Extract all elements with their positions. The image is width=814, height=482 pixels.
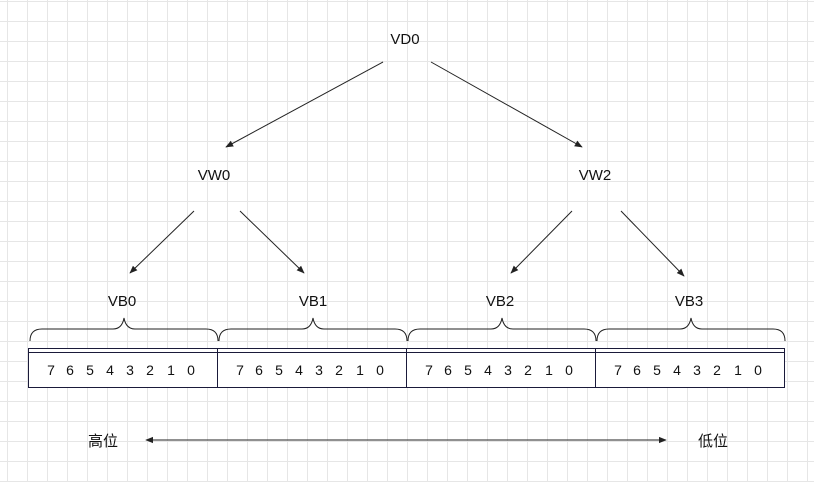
- bit-label: 4: [673, 362, 681, 378]
- arrow-vw2-to-vb3: [620, 210, 685, 277]
- byte-box-vb1: [217, 348, 407, 388]
- byte-box-vb3: [595, 348, 785, 388]
- bit-label: 7: [236, 362, 244, 378]
- bits-vb2: 7 6 5 4 3 2 1 0: [425, 362, 573, 378]
- bit-label: 2: [524, 362, 532, 378]
- arrow-vw2-to-vb2: [510, 210, 573, 274]
- vw0-label: VW0: [198, 167, 231, 184]
- bit-label: 5: [464, 362, 472, 378]
- bit-label: 7: [614, 362, 622, 378]
- vb1-label: VB1: [299, 293, 327, 310]
- arrow-vd0-to-vw2: [430, 61, 583, 148]
- vb2-label: VB2: [486, 293, 514, 310]
- bit-label: 6: [66, 362, 74, 378]
- bits-vb1: 7 6 5 4 3 2 1 0: [236, 362, 384, 378]
- bit-label: 4: [295, 362, 303, 378]
- brace-vb1: [218, 317, 408, 342]
- vb0-label: VB0: [108, 293, 136, 310]
- vd0-label: VD0: [390, 31, 419, 48]
- high-bit-label: 高位: [88, 432, 118, 450]
- vb3-label: VB3: [675, 293, 703, 310]
- bit-label: 1: [734, 362, 742, 378]
- bit-label: 7: [425, 362, 433, 378]
- arrow-vw0-to-vb1: [239, 210, 305, 274]
- bit-label: 5: [86, 362, 94, 378]
- bit-label: 0: [187, 362, 195, 378]
- bit-label: 3: [126, 362, 134, 378]
- bit-label: 3: [315, 362, 323, 378]
- bit-label: 3: [693, 362, 701, 378]
- bit-label: 5: [653, 362, 661, 378]
- bits-vb3: 7 6 5 4 3 2 1 0: [614, 362, 762, 378]
- byte-box-vb0: [28, 348, 218, 388]
- bit-label: 0: [754, 362, 762, 378]
- bits-vb0: 7 6 5 4 3 2 1 0: [47, 362, 195, 378]
- bit-label: 0: [565, 362, 573, 378]
- low-bit-label: 低位: [698, 432, 728, 450]
- bit-label: 6: [444, 362, 452, 378]
- bit-label: 2: [335, 362, 343, 378]
- bit-label: 3: [504, 362, 512, 378]
- bit-label: 5: [275, 362, 283, 378]
- vw2-label: VW2: [579, 167, 612, 184]
- bit-label: 1: [167, 362, 175, 378]
- bit-label: 2: [713, 362, 721, 378]
- bit-label: 4: [106, 362, 114, 378]
- bit-label: 2: [146, 362, 154, 378]
- byte-box-vb2: [406, 348, 596, 388]
- bit-label: 0: [376, 362, 384, 378]
- arrow-vw0-to-vb0: [129, 210, 195, 274]
- bit-label: 7: [47, 362, 55, 378]
- bit-label: 6: [633, 362, 641, 378]
- brace-vb0: [29, 317, 219, 342]
- arrow-vd0-to-vw0: [225, 61, 384, 148]
- bit-label: 1: [545, 362, 553, 378]
- brace-vb2: [407, 317, 597, 342]
- bit-label: 6: [255, 362, 263, 378]
- brace-vb3: [596, 317, 786, 342]
- bit-label: 4: [484, 362, 492, 378]
- bit-label: 1: [356, 362, 364, 378]
